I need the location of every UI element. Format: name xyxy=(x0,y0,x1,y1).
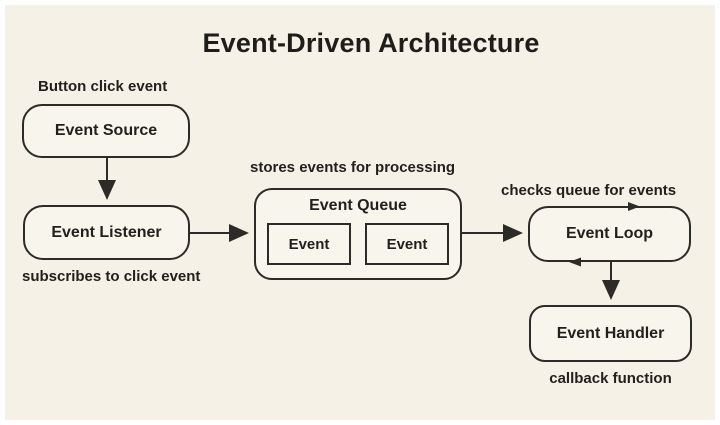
event-source-label: Event Source xyxy=(54,122,158,139)
diagram-title: Event-Driven Architecture xyxy=(202,28,540,58)
event-queue-label: Event Queue xyxy=(309,197,407,214)
event-loop-node: Event Loop xyxy=(528,206,691,262)
annotation-button-click-event: Button click event xyxy=(38,78,168,95)
event-listener-label: Event Listener xyxy=(51,223,162,241)
event-listener-node: Event Listener xyxy=(23,205,190,260)
event-handler-node: Event Handler xyxy=(529,305,692,362)
event-item-1-label: Event xyxy=(288,235,330,253)
event-item-1: Event xyxy=(267,223,351,265)
event-loop-label: Event Loop xyxy=(565,225,654,242)
annotation-checks-queue-for-events: checks queue for events xyxy=(501,182,677,199)
event-item-2: Event xyxy=(365,223,449,265)
annotation-subscribes-to-click-event: subscribes to click event xyxy=(22,268,201,285)
event-handler-label: Event Handler xyxy=(556,324,665,342)
event-item-2-label: Event xyxy=(386,235,428,253)
annotation-stores-events-for-processing: stores events for processing xyxy=(250,159,456,176)
annotation-callback-function: callback function xyxy=(549,370,672,387)
event-source-node: Event Source xyxy=(22,104,190,158)
